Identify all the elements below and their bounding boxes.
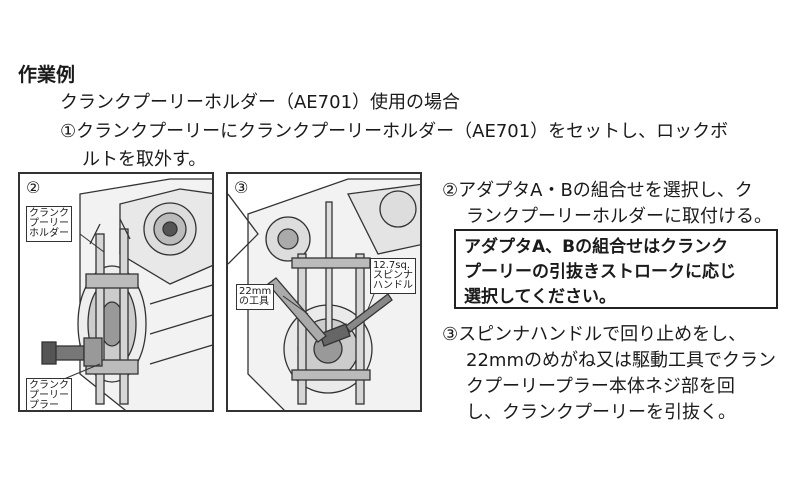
figure-2-illustration	[41, 178, 212, 410]
handle-label-1: 12.7sq.	[373, 260, 411, 271]
figure-3-illustration	[228, 178, 420, 410]
holder-label-3: ホルダー	[29, 228, 69, 239]
note-line2: プーリーの引抜きストロークに応じ	[464, 262, 736, 282]
step1-line1: ①クランクプーリーにクランクプーリーホルダー（AE701）をセットし、ロックボ	[60, 121, 729, 142]
spinner-handle-callout: 12.7sq. スピンナ ハンドル	[370, 258, 416, 294]
step3-line4: し、クランクプーリーを引抜く。	[466, 402, 736, 423]
step3-line1: ③スピンナハンドルで回り止めをし、	[442, 324, 747, 345]
figure-3-number: ③	[234, 178, 249, 197]
handle-label-3: ハンドル	[373, 280, 413, 291]
step1-line2: ルトを取外す。	[82, 149, 207, 170]
figure-2-number: ②	[26, 178, 41, 197]
puller-label-3: プラー	[29, 400, 59, 411]
note-box: アダプタA、Bの組合せはクランク プーリーの引抜きストロークに応じ 選択してくだ…	[454, 229, 778, 309]
holder-callout: クランク プーリー ホルダー	[26, 206, 72, 242]
step2-line2: ランクプーリーホルダーに取付ける。	[466, 206, 772, 227]
step3-line2: 22mmのめがね又は駆動工具でクラン	[466, 350, 776, 371]
tool-22mm-callout: 22mm の工具	[236, 284, 275, 310]
puller-callout: クランク プーリー プラー	[26, 378, 72, 411]
holder-label-2: プーリー	[29, 218, 69, 229]
tool-label-2: の工具	[239, 296, 269, 307]
case-title: クランクプーリーホルダー（AE701）使用の場合	[60, 92, 461, 113]
step2-line1: ②アダプタA・Bの組合せを選択し、ク	[442, 180, 753, 201]
note-line1: アダプタA、Bの組合せはクランク	[464, 237, 729, 257]
holder-label-1: クランク	[29, 208, 69, 219]
section-heading: 作業例	[18, 64, 76, 86]
tool-label-1: 22mm	[239, 286, 272, 297]
puller-label-1: クランク	[29, 380, 69, 391]
note-line3: 選択してください。	[464, 287, 616, 307]
puller-label-2: プーリー	[29, 390, 69, 401]
step3-line3: クプーリープラー本体ネジ部を回	[466, 376, 735, 397]
figure-2: ② クランク プーリー ホルダー クランク プーリー プラー	[18, 172, 214, 412]
figure-3: ③ 22mm の工具 12.7sq. スピンナ ハンドル	[226, 172, 422, 412]
handle-label-2: スピンナ	[373, 270, 413, 281]
